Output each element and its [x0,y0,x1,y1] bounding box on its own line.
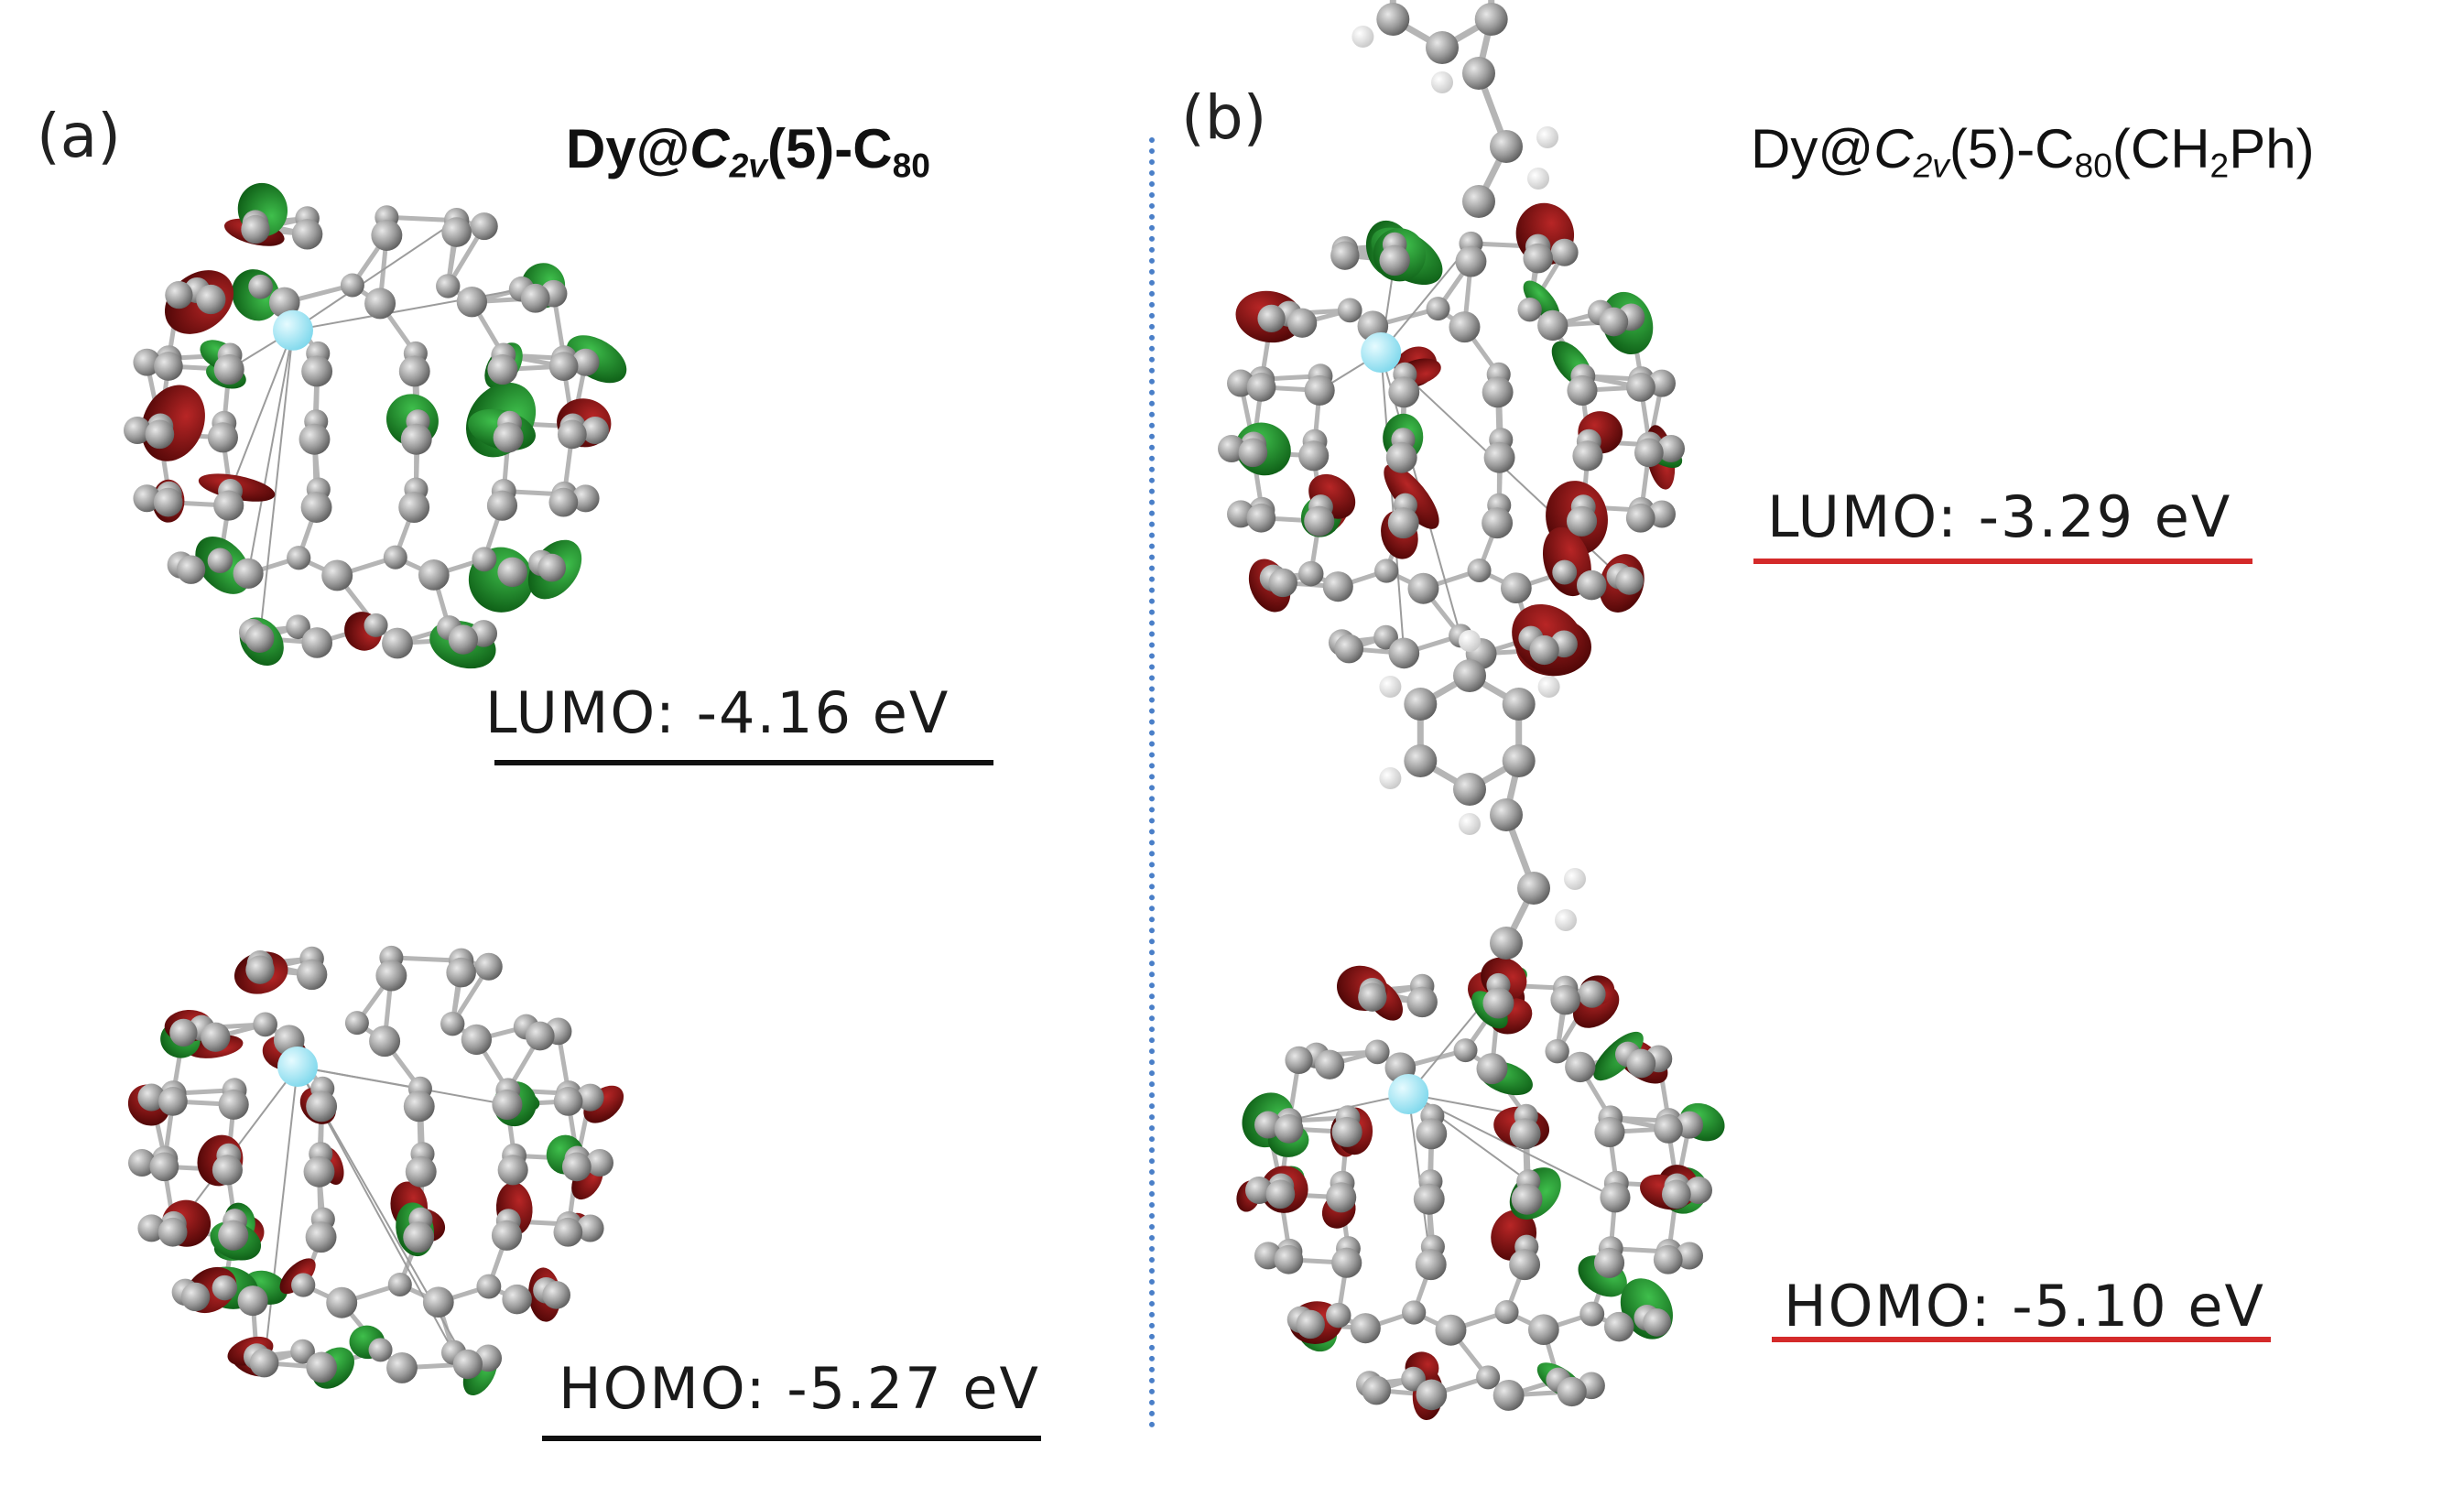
panel-b-title: Dy@C2v(5)-C80(CH2Ph) [1751,118,2315,185]
molecule-b-homo [1236,630,1725,1421]
carbon-atoms [128,945,614,1383]
panel-a-label: (a) [37,101,121,171]
dysprosium-atom [273,309,313,351]
molecule-b-lumo [1218,0,1686,677]
carbon-atoms [1245,972,1713,1411]
molecule-a-homo [127,945,624,1396]
carbon-atoms [124,205,610,659]
panel-a-homo-bar [542,1436,1041,1441]
panel-a-lumo-bar [494,760,993,765]
panel-b-homo-label: HOMO: -5.10 eV [1784,1273,2265,1340]
benzyl-group [1379,630,1586,960]
dysprosium-atom [1388,1074,1429,1114]
panel-b-lumo-label: LUMO: -3.29 eV [1767,483,2232,550]
orbital-lobes [1235,202,1683,677]
orbital-lobes [141,182,627,669]
carbon-atoms [1218,231,1686,669]
panel-a-homo-label: HOMO: -5.27 eV [559,1355,1040,1422]
panel-a-lumo-label: LUMO: -4.16 eV [485,679,950,746]
panel-b-label: (b) [1181,82,1267,153]
orbital-lobes [1236,957,1725,1421]
panel-divider [1149,137,1155,1428]
molecule-a-lumo [124,182,627,669]
panel-b-lumo-bar [1753,559,2252,564]
panel-a-title: Dy@C2v(5)-C80 [566,118,930,185]
orbital-lobes [127,951,624,1396]
benzyl-group [1351,0,1558,218]
dysprosium-atom [277,1047,318,1087]
panel-b-homo-bar [1772,1337,2271,1342]
dysprosium-atom [1361,332,1402,373]
